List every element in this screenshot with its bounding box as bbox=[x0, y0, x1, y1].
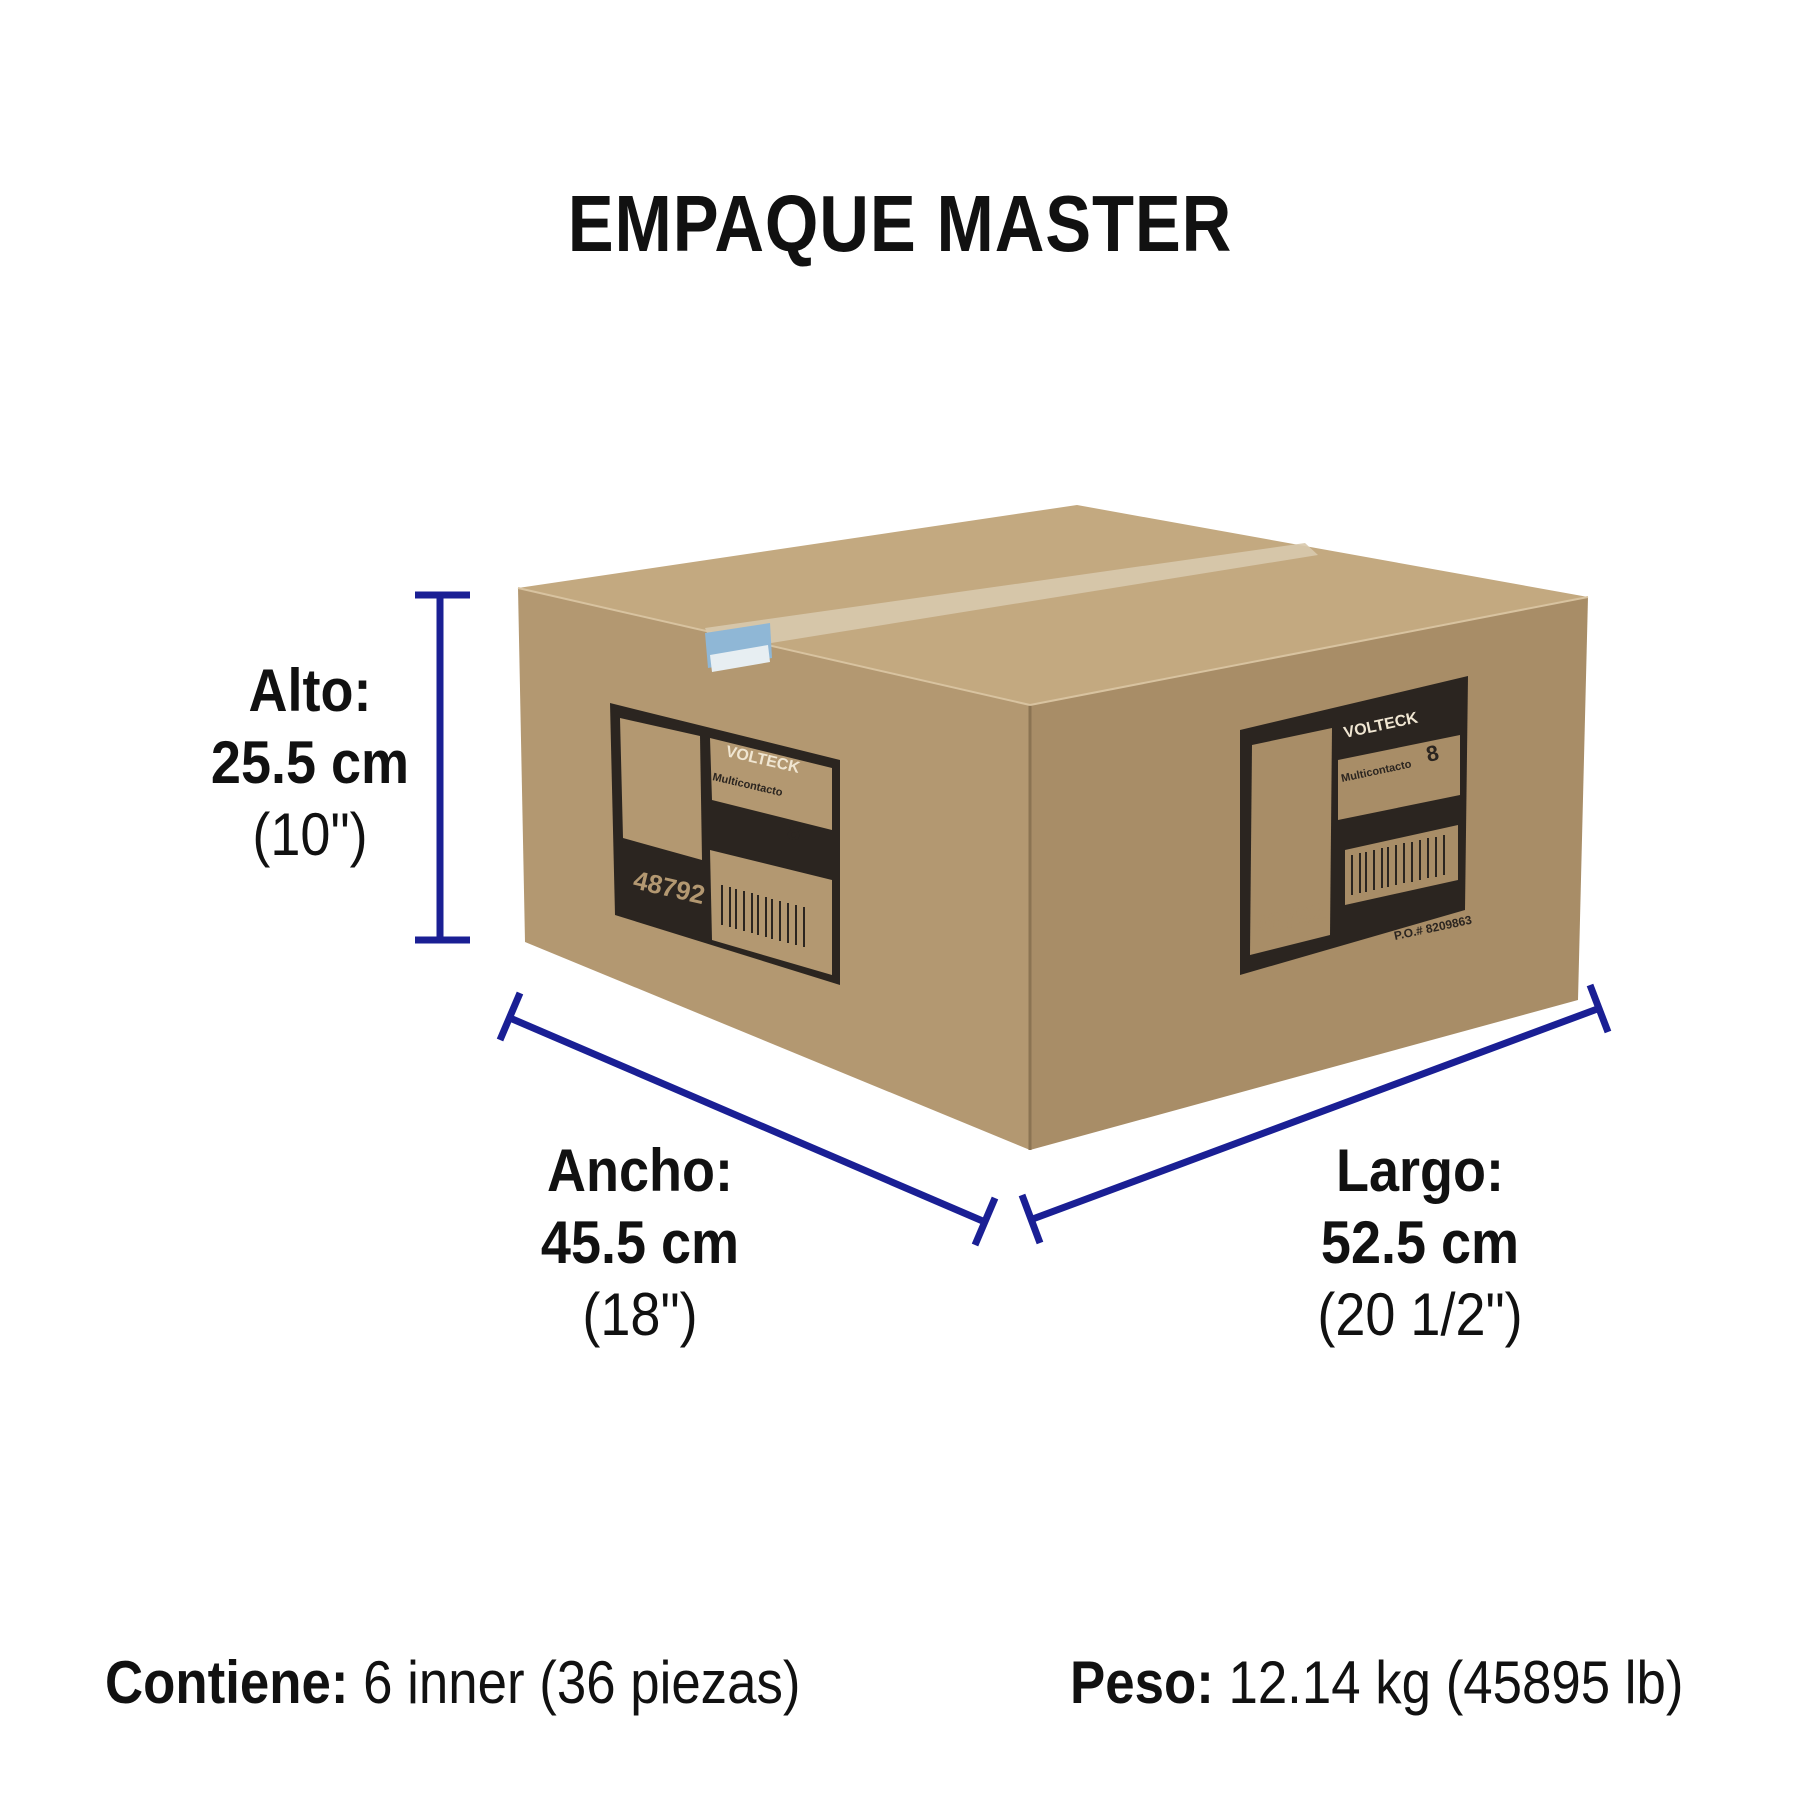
width-dimension-text: Ancho: 45.5 cm (18") bbox=[470, 1135, 810, 1351]
weight-value: 12.14 kg (45895 lb) bbox=[1228, 1649, 1684, 1716]
length-dimension-line bbox=[1018, 983, 1612, 1245]
height-dimension-text: Alto: 25.5 cm (10") bbox=[170, 655, 450, 871]
height-label: Alto: bbox=[248, 657, 372, 724]
contents-value: 6 inner (36 piezas) bbox=[363, 1649, 801, 1716]
length-imperial-value: (20 1/2") bbox=[1317, 1281, 1523, 1348]
length-dimension-text: Largo: 52.5 cm (20 1/2") bbox=[1240, 1135, 1600, 1351]
right-box-label: VOLTECK Multicontacto 8 48792 P.O.# 8209… bbox=[1240, 676, 1473, 975]
height-dimension-line bbox=[415, 591, 470, 944]
width-label: Ancho: bbox=[547, 1137, 733, 1204]
left-box-label: VOLTECK Multicontacto 8 48792 bbox=[610, 703, 840, 985]
weight-info: Peso: 12.14 kg (45895 lb) bbox=[1070, 1648, 1683, 1717]
right-label-outlets-count: 8 bbox=[1424, 740, 1441, 767]
height-imperial-value: (10") bbox=[252, 801, 368, 868]
page-title: EMPAQUE MASTER bbox=[567, 179, 1233, 268]
height-metric-value: 25.5 cm bbox=[210, 729, 410, 796]
left-label-outlets-count: 8 bbox=[785, 818, 804, 847]
weight-label: Peso: bbox=[1070, 1649, 1214, 1716]
length-label: Largo: bbox=[1336, 1137, 1504, 1204]
contents-info: Contiene: 6 inner (36 piezas) bbox=[105, 1648, 800, 1717]
box-top-face bbox=[518, 505, 1588, 705]
packing-tape bbox=[705, 543, 1318, 652]
width-metric-value: 45.5 cm bbox=[540, 1209, 740, 1276]
width-dimension-line bbox=[496, 991, 999, 1247]
contents-label: Contiene: bbox=[105, 1649, 349, 1716]
length-metric-value: 52.5 cm bbox=[1320, 1209, 1520, 1276]
width-imperial-value: (18") bbox=[582, 1281, 698, 1348]
